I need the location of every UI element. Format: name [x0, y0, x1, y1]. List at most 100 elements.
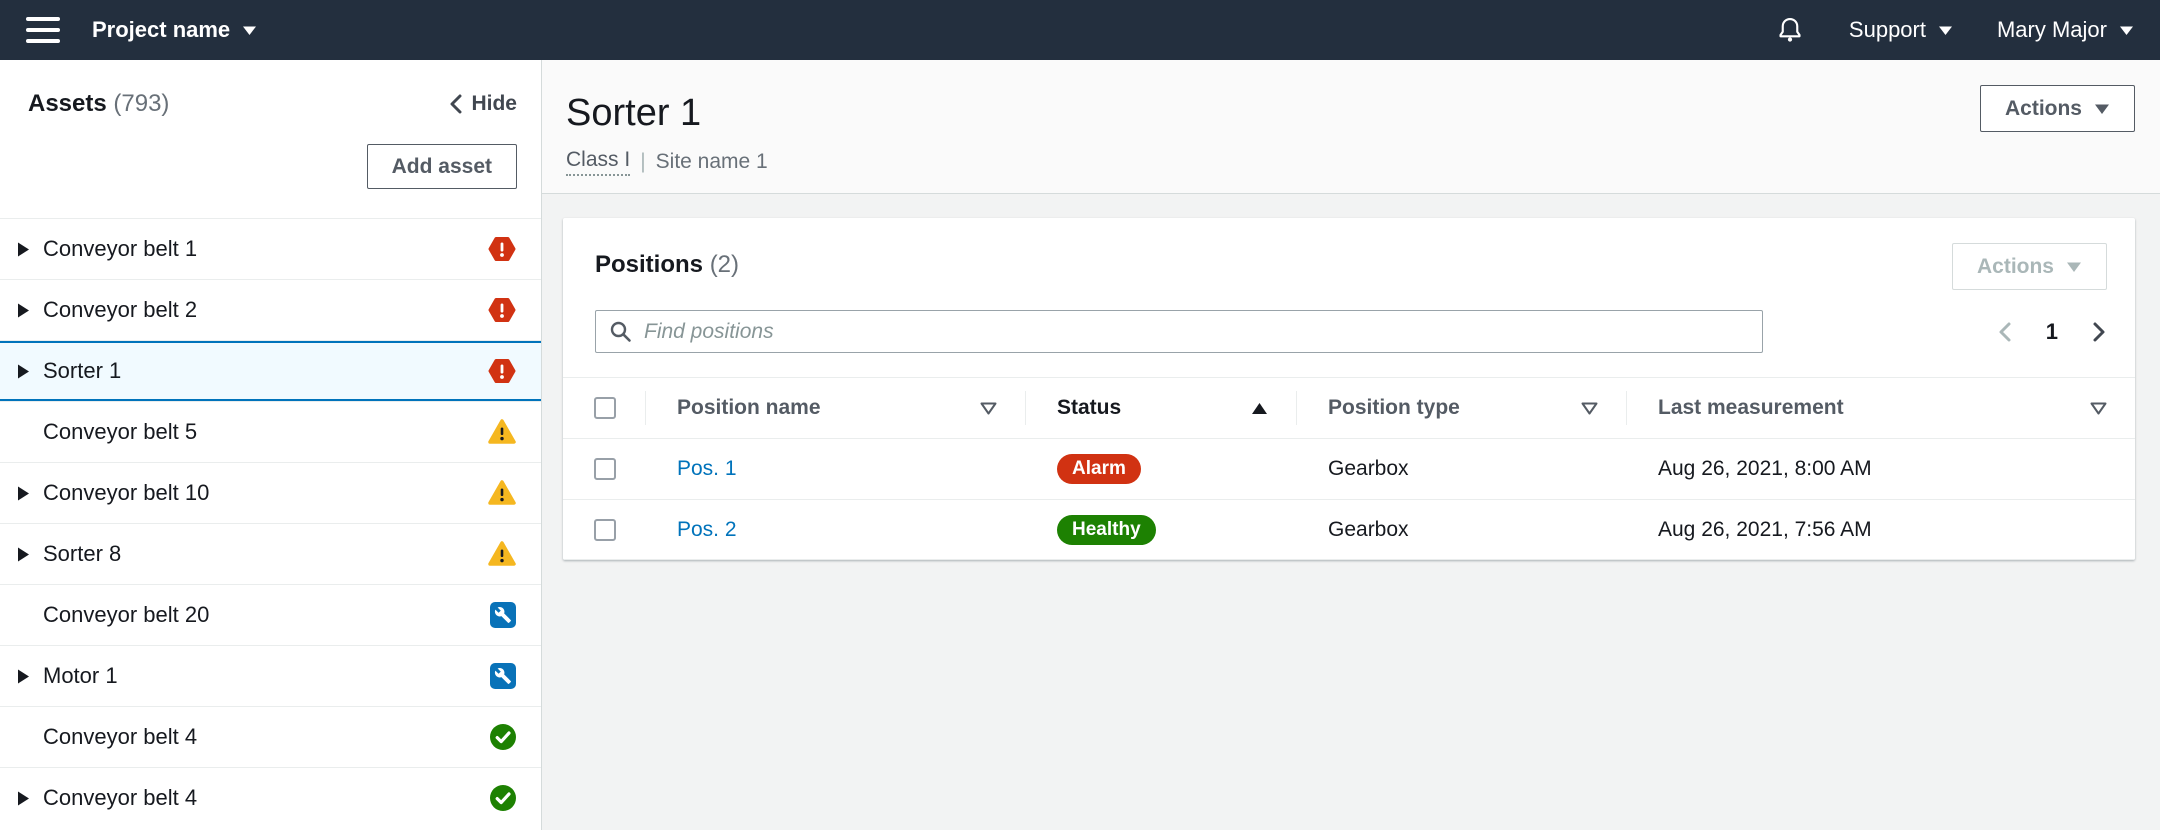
expand-caret-icon[interactable] — [16, 790, 30, 807]
previous-page-button — [1997, 321, 2012, 343]
asset-status — [487, 235, 517, 263]
caret-down-icon — [2067, 262, 2081, 272]
assets-sidebar-header: Assets (793) Hide Add asset — [0, 60, 541, 189]
caret-right-icon — [18, 242, 29, 256]
caret-down-icon — [1938, 26, 1952, 35]
hamburger-menu-icon[interactable] — [26, 17, 60, 43]
positions-table: Position name Status Position type Last … — [563, 377, 2135, 560]
caret-down-icon — [2095, 104, 2109, 114]
positions-actions-button: Actions — [1951, 243, 2107, 290]
healthy-check-icon — [490, 724, 516, 750]
expand-caret-icon[interactable] — [16, 363, 30, 380]
row-checkbox[interactable] — [594, 458, 616, 480]
asset-status — [487, 296, 517, 324]
asset-label: Sorter 1 — [43, 358, 122, 383]
row-checkbox[interactable] — [594, 518, 616, 541]
warning-icon — [488, 419, 516, 444]
asset-item[interactable]: Motor 1 — [0, 645, 541, 706]
asset-status — [489, 662, 517, 690]
position-link[interactable]: Pos. 2 — [677, 517, 737, 541]
asset-item[interactable]: Conveyor belt 2 — [0, 279, 541, 340]
top-navigation: Project name Support Mary Major — [0, 0, 2160, 60]
asset-status — [487, 418, 517, 446]
positions-title: Positions (2) — [595, 251, 740, 278]
position-link[interactable]: Pos. 1 — [677, 457, 737, 480]
expand-caret-icon[interactable] — [16, 668, 30, 685]
maintenance-wrench-icon — [490, 663, 516, 689]
asset-status — [487, 540, 517, 568]
asset-item[interactable]: Sorter 8 — [0, 523, 541, 584]
add-asset-button[interactable]: Add asset — [366, 144, 517, 189]
find-positions-input[interactable] — [595, 310, 1763, 353]
breadcrumb-separator: | — [640, 150, 646, 173]
alarm-icon — [488, 237, 516, 261]
assets-count: (793) — [113, 90, 170, 117]
caret-right-icon — [18, 791, 29, 805]
sort-triangle-down-outline-icon — [1581, 402, 1598, 414]
search-icon — [610, 321, 631, 342]
asset-actions-button[interactable]: Actions — [1979, 85, 2135, 132]
asset-detail-header: Sorter 1 Class I | Site name 1 Actions — [542, 60, 2160, 194]
asset-label: Conveyor belt 2 — [43, 297, 198, 322]
healthy-check-icon — [490, 785, 516, 811]
asset-item[interactable]: Conveyor belt 20 — [0, 584, 541, 645]
expand-caret-icon[interactable] — [16, 302, 30, 319]
column-header-status[interactable]: Status — [1025, 378, 1296, 438]
asset-label: Conveyor belt 4 — [43, 724, 198, 749]
expand-caret-icon[interactable] — [16, 546, 30, 563]
asset-status — [489, 601, 517, 629]
assets-title: Assets (793) — [28, 90, 170, 117]
chevron-right-icon — [2093, 322, 2105, 341]
asset-item[interactable]: Conveyor belt 10 — [0, 462, 541, 523]
asset-item[interactable]: Sorter 1 — [0, 340, 541, 401]
caret-down-icon — [2120, 26, 2133, 35]
sort-triangle-up-filled-icon — [1252, 402, 1267, 414]
asset-item[interactable]: Conveyor belt 5 — [0, 401, 541, 462]
asset-class-link[interactable]: Class I — [566, 148, 631, 176]
current-page-number[interactable]: 1 — [2045, 318, 2058, 344]
warning-icon — [488, 480, 516, 505]
next-page-button[interactable] — [2092, 321, 2107, 343]
sort-triangle-down-outline-icon — [2090, 402, 2107, 414]
caret-right-icon — [18, 364, 29, 378]
sort-triangle-down-outline-icon — [980, 402, 997, 414]
table-header-row: Position name Status Position type Last … — [563, 377, 2135, 438]
column-header-position-name[interactable]: Position name — [645, 378, 1025, 438]
expand-caret-icon[interactable] — [16, 485, 30, 502]
project-name-menu[interactable]: Project name — [92, 17, 257, 43]
asset-label: Conveyor belt 20 — [43, 602, 210, 627]
select-all-cell — [563, 378, 645, 438]
asset-item[interactable]: Conveyor belt 4 — [0, 767, 541, 828]
asset-label: Motor 1 — [43, 663, 118, 688]
caret-down-icon — [243, 26, 257, 35]
user-menu[interactable]: Mary Major — [1997, 17, 2134, 43]
select-all-checkbox[interactable] — [594, 397, 616, 419]
column-header-last-measurement[interactable]: Last measurement — [1626, 378, 2135, 438]
site-name-label: Site name 1 — [655, 150, 768, 173]
bell-icon — [1779, 17, 1801, 42]
status-badge: Alarm — [1057, 454, 1141, 484]
assets-sidebar: Assets (793) Hide Add asset Conveyor bel… — [0, 60, 542, 830]
caret-right-icon — [18, 547, 29, 561]
asset-item[interactable]: Conveyor belt 1 — [0, 218, 541, 279]
position-type-cell: Gearbox — [1328, 517, 1409, 541]
status-badge: Healthy — [1057, 514, 1156, 545]
expand-caret-icon[interactable] — [16, 241, 30, 258]
chevron-left-icon — [1999, 322, 2011, 341]
support-menu[interactable]: Support — [1849, 17, 1953, 43]
positions-actions-label: Actions — [1976, 254, 2054, 278]
hide-sidebar-button[interactable]: Hide — [449, 92, 517, 116]
asset-label: Conveyor belt 5 — [43, 419, 198, 444]
caret-right-icon — [18, 486, 29, 500]
warning-icon — [488, 541, 516, 566]
asset-item[interactable]: Conveyor belt 4 — [0, 706, 541, 767]
asset-status — [489, 784, 517, 812]
column-header-position-type[interactable]: Position type — [1296, 378, 1626, 438]
support-label: Support — [1848, 17, 1926, 42]
notifications-button[interactable] — [1775, 15, 1805, 45]
position-type-cell: Gearbox — [1328, 457, 1409, 480]
alarm-icon — [488, 298, 516, 322]
